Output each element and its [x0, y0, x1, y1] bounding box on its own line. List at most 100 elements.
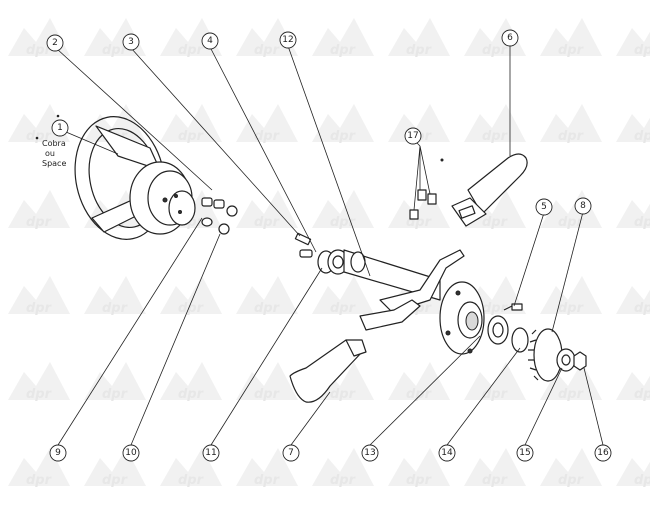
watermark-logo: dpr — [388, 362, 450, 402]
callout-9: 9 — [49, 444, 67, 462]
watermark-logo: dpr — [236, 190, 298, 230]
svg-text:16: 16 — [597, 448, 609, 458]
watermark-logo: dpr — [616, 114, 650, 144]
watermark-logo: dpr — [8, 190, 70, 230]
watermark-logo: dpr — [616, 458, 650, 488]
watermark-logo: dpr — [464, 362, 526, 402]
watermark-text: dpr — [254, 215, 281, 230]
svg-text:10: 10 — [125, 448, 137, 458]
watermark-text: dpr — [330, 301, 357, 316]
callout-7: 7 — [282, 444, 300, 462]
watermark-logo: dpr — [236, 448, 298, 488]
svg-text:3: 3 — [128, 37, 134, 47]
handle-grip-upper — [451, 153, 528, 227]
watermark-logo: dpr — [236, 362, 298, 402]
callout-4: 4 — [201, 32, 219, 50]
watermark-text: dpr — [482, 129, 509, 144]
column-flange — [439, 281, 485, 355]
watermark-text: dpr — [178, 43, 205, 58]
watermark-text: dpr — [178, 473, 205, 488]
watermark-text: dpr — [634, 473, 650, 488]
watermark-logo: dpr — [388, 18, 450, 58]
watermark-text: dpr — [482, 387, 509, 402]
callout-12: 12 — [279, 31, 297, 49]
watermark-text: dpr — [482, 473, 509, 488]
watermark-text: dpr — [254, 473, 281, 488]
watermark-logo: dpr — [464, 104, 526, 144]
watermark-text: dpr — [482, 301, 509, 316]
watermark-text: dpr — [634, 387, 650, 402]
callout-1: 1 — [51, 119, 69, 137]
callout-8: 8 — [574, 197, 592, 215]
watermark-text: dpr — [634, 43, 650, 58]
svg-text:2: 2 — [52, 38, 58, 48]
steering-wheel — [74, 116, 196, 240]
watermark-logo: dpr — [84, 362, 146, 402]
note-line-2: ou — [45, 149, 55, 158]
callout-6: 6 — [501, 29, 519, 47]
watermark-logo: dpr — [312, 448, 374, 488]
callout-15: 15 — [516, 444, 534, 462]
watermark-logo: dpr — [312, 18, 374, 58]
watermark-logo: dpr — [236, 276, 298, 316]
watermark-logo: dpr — [540, 276, 602, 316]
watermark-logo: dpr — [160, 104, 222, 144]
watermark-text: dpr — [26, 473, 53, 488]
watermark-text: dpr — [26, 43, 53, 58]
watermark-logo: dpr — [388, 448, 450, 488]
watermark-logo: dpr — [312, 276, 374, 316]
watermark-logo: dpr — [616, 200, 650, 230]
watermark-text: dpr — [26, 301, 53, 316]
model-note: Cobra ou Space — [35, 114, 66, 168]
watermark-text: dpr — [254, 129, 281, 144]
watermark-text: dpr — [558, 215, 585, 230]
callout-17: 17 — [404, 127, 422, 145]
note-line-1: Cobra — [42, 139, 66, 148]
watermark-logo: dpr — [616, 28, 650, 58]
svg-text:15: 15 — [519, 448, 530, 458]
watermark-text: dpr — [178, 387, 205, 402]
handle-grip-lower — [289, 339, 367, 403]
watermark-text: dpr — [178, 129, 205, 144]
svg-text:4: 4 — [207, 36, 213, 46]
watermark-text: dpr — [330, 473, 357, 488]
watermark-text: dpr — [26, 215, 53, 230]
watermark-text: dpr — [406, 43, 433, 58]
watermark-logo: dpr — [160, 276, 222, 316]
watermark-logo: dpr — [84, 276, 146, 316]
watermark-text: dpr — [254, 301, 281, 316]
callout-10: 10 — [122, 444, 140, 462]
watermark-text: dpr — [330, 387, 357, 402]
watermark-text: dpr — [558, 129, 585, 144]
steering-column — [343, 249, 465, 331]
watermark-text: dpr — [330, 43, 357, 58]
watermark-text: dpr — [178, 301, 205, 316]
small-pins — [409, 145, 444, 220]
svg-text:5: 5 — [541, 202, 547, 212]
watermark-logo: dpr — [236, 18, 298, 58]
lower-bearing — [487, 315, 529, 353]
watermark-logo: dpr — [8, 276, 70, 316]
watermark-text: dpr — [558, 387, 585, 402]
callout-11: 11 — [202, 444, 220, 462]
watermark-text: dpr — [102, 473, 129, 488]
watermark-text: dpr — [406, 387, 433, 402]
callout-13: 13 — [361, 444, 379, 462]
watermark-text: dpr — [406, 473, 433, 488]
callout-16: 16 — [594, 444, 612, 462]
watermark-logo: dpr — [464, 18, 526, 58]
watermark-text: dpr — [102, 301, 129, 316]
svg-text:14: 14 — [441, 448, 453, 458]
callout-2: 2 — [46, 34, 64, 52]
watermark-logo: dpr — [160, 362, 222, 402]
watermark-logo: dpr — [616, 372, 650, 402]
svg-text:17: 17 — [407, 131, 418, 141]
watermark-logo: dpr — [312, 104, 374, 144]
watermark-text: dpr — [634, 301, 650, 316]
watermark-text: dpr — [558, 43, 585, 58]
svg-text:8: 8 — [580, 201, 586, 211]
callout-14: 14 — [438, 444, 456, 462]
callout-5: 5 — [535, 198, 553, 216]
watermark-text: dpr — [558, 473, 585, 488]
